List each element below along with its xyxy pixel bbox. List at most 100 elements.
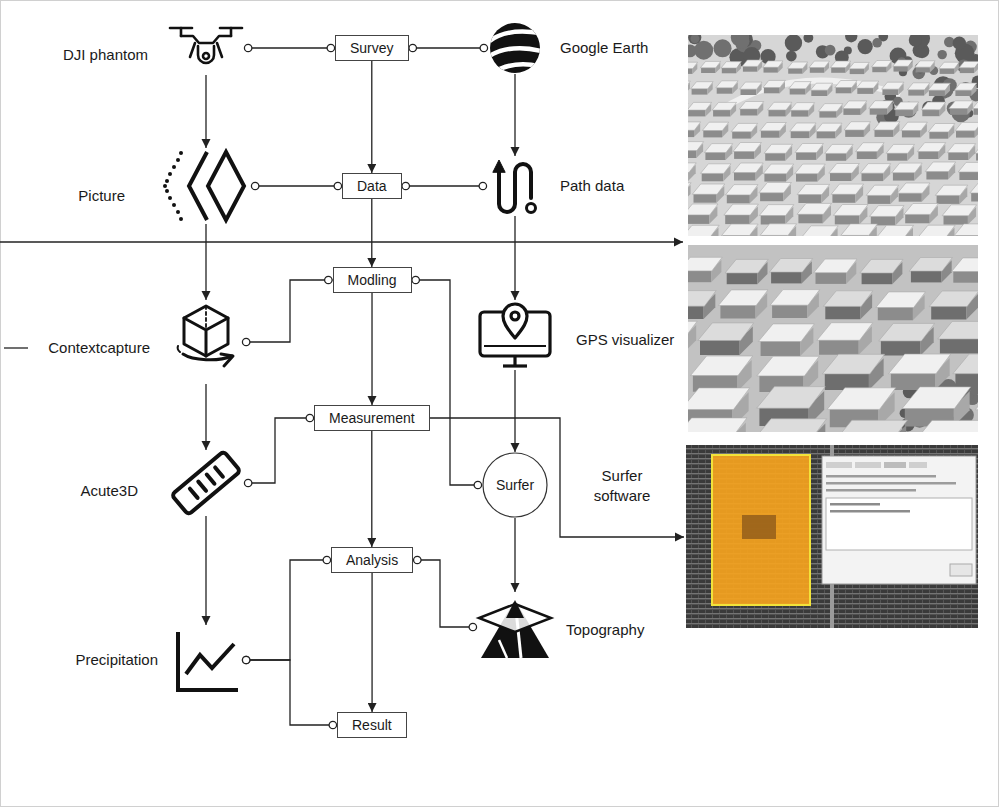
building-roof [882, 82, 904, 89]
flow-connector [514, 74, 515, 156]
building-roof [831, 67, 845, 73]
building-roof [894, 102, 918, 110]
building-roof [791, 131, 810, 138]
tree-canopy [735, 35, 749, 49]
building-roof [905, 214, 930, 224]
flow-connector [242, 660, 337, 725]
building-roof [976, 153, 978, 161]
box-label: Analysis [346, 548, 398, 572]
building-roof [764, 87, 780, 93]
device-icon [172, 451, 241, 515]
building-roof [688, 214, 709, 224]
building-roof [722, 68, 736, 74]
chart-icon [178, 632, 238, 690]
building-roof [960, 68, 974, 74]
flow-connector [242, 560, 331, 660]
building-roof [763, 164, 794, 174]
building-roof [721, 62, 741, 68]
building-roof [856, 143, 885, 152]
building-roof [741, 89, 757, 95]
flow-connector [371, 293, 372, 405]
building-roof [917, 143, 945, 152]
building-roof [795, 144, 823, 153]
building-roof [833, 205, 868, 216]
tree-canopy [694, 41, 713, 60]
tool-icon: Picture [161, 148, 251, 224]
building-roof [973, 101, 979, 109]
building-roof [691, 356, 753, 376]
building-roof [935, 185, 968, 195]
flow-connector [242, 280, 333, 342]
building-roof [769, 259, 812, 273]
building-roof [761, 341, 801, 356]
building-roof [826, 153, 846, 161]
box-label: Modling [348, 268, 397, 292]
building-roof [974, 108, 979, 115]
tree-canopy [785, 35, 802, 52]
building-roof [931, 306, 966, 320]
building-roof [688, 142, 704, 151]
flow-connector [205, 75, 206, 148]
building-roof [975, 388, 978, 410]
tool-icon: GPS visualizer [477, 300, 553, 370]
building-roof [752, 419, 827, 432]
building-roof [832, 194, 855, 203]
building-roof [763, 80, 785, 87]
building-roof [717, 88, 733, 94]
building-roof [928, 124, 955, 132]
building-roof [688, 305, 704, 319]
building-roof [759, 183, 792, 193]
building-roof [703, 130, 722, 137]
process-box: Analysis [331, 547, 413, 573]
tool-label: Topography [566, 621, 644, 639]
building-roof [787, 62, 807, 68]
flow-connector [244, 418, 314, 483]
tree-canopy [953, 36, 966, 49]
building-roof [688, 122, 701, 130]
building-roof [819, 111, 836, 118]
box-label: Data [357, 174, 387, 198]
building-roof [971, 193, 978, 202]
building-roof [915, 61, 935, 67]
building-roof [761, 130, 780, 137]
building-roof [844, 122, 870, 130]
building-roof [955, 83, 977, 90]
building-roof [724, 204, 759, 215]
building-roof [849, 62, 869, 68]
tool-label: DJI phantom [63, 46, 148, 64]
building-roof [733, 163, 763, 173]
building-roof [942, 205, 977, 216]
building-roof [894, 66, 908, 72]
building-roof [698, 323, 754, 341]
building-roof [765, 153, 785, 161]
building-roof [795, 164, 825, 174]
building-roof [704, 144, 732, 153]
tree-canopy [937, 50, 946, 59]
building-roof [833, 420, 908, 432]
side-dash [4, 347, 28, 348]
flow-connector [413, 560, 477, 627]
building-roof [814, 259, 857, 273]
building-roof [692, 184, 725, 194]
process-box: Modling [333, 267, 412, 293]
village-model-render [688, 245, 978, 432]
flow-connector [412, 280, 482, 485]
building-roof [876, 292, 926, 308]
building-roof [825, 144, 853, 153]
building-roof [893, 172, 915, 180]
building-roof [822, 354, 884, 374]
measurement-screenshot [686, 445, 978, 628]
building-roof [810, 83, 832, 90]
tree-canopy [786, 51, 797, 62]
building-roof [688, 130, 694, 137]
building-roof [760, 192, 783, 201]
building-roof [817, 131, 836, 138]
building-roof [810, 67, 824, 73]
screenshot-pointer [430, 418, 684, 537]
building-roof [702, 122, 728, 130]
building-roof [701, 67, 715, 73]
building-roof [922, 109, 939, 116]
picture-icon [163, 151, 244, 221]
tool-label: Contextcapture [48, 339, 150, 357]
building-roof [874, 122, 900, 130]
